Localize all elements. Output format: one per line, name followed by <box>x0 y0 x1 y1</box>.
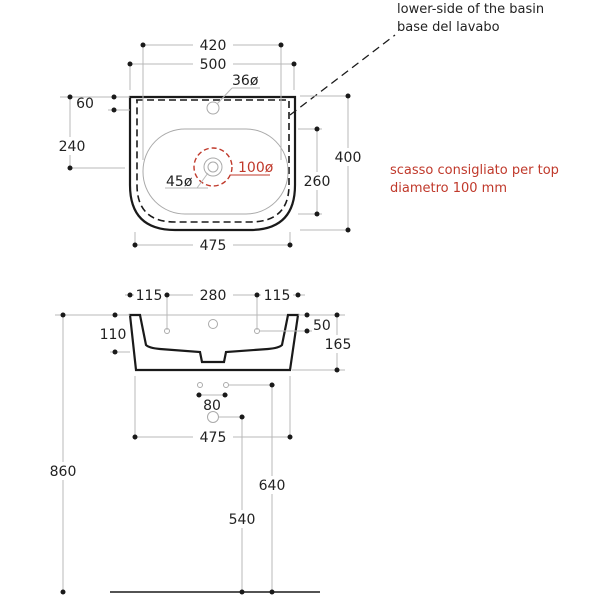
top-view: 420 500 36ø 60 240 400 260 45ø 100ø 475 <box>56 36 364 254</box>
dim-110: 110 <box>100 327 127 343</box>
dim-400: 400 <box>335 150 362 166</box>
dim-500: 500 <box>200 57 227 73</box>
recess-circle <box>193 147 233 187</box>
dim-420: 420 <box>200 38 227 54</box>
dim-50: 50 <box>313 318 331 334</box>
label-recess: 100ø <box>238 160 274 176</box>
dim-475-side: 475 <box>200 430 227 446</box>
dim-540: 540 <box>229 512 256 528</box>
dim-165: 165 <box>325 337 352 353</box>
dim-640: 640 <box>259 478 286 494</box>
dim-115-left: 115 <box>136 288 163 304</box>
note-recess-line2: diametro 100 mm <box>390 181 507 196</box>
dim-475-top: 475 <box>200 238 227 254</box>
tap-hole <box>206 101 220 115</box>
basin-profile <box>128 313 300 372</box>
dim-260: 260 <box>304 174 331 190</box>
dim-280: 280 <box>200 288 227 304</box>
label-tap-hole: 36ø <box>232 73 259 89</box>
basin-underside-dashed <box>136 99 290 223</box>
label-drain: 45ø <box>166 174 193 190</box>
note-recess-line1: scasso consigliato per top <box>390 163 559 178</box>
drain-outer <box>203 157 223 177</box>
dim-115-right: 115 <box>264 288 291 304</box>
dim-60: 60 <box>76 96 94 112</box>
dim-860: 860 <box>50 464 77 480</box>
dim-240: 240 <box>59 139 86 155</box>
basin-outline-top <box>128 95 297 232</box>
leader-lower-side <box>289 34 396 116</box>
side-view: 115 280 115 110 50 165 80 475 860 640 <box>48 286 354 595</box>
note-lower-side-en: lower-side of the basin <box>397 2 544 17</box>
dim-80: 80 <box>203 398 221 414</box>
drain-inner <box>207 161 219 173</box>
note-lower-side-it: base del lavabo <box>397 20 500 35</box>
bowl-oval <box>142 128 289 215</box>
